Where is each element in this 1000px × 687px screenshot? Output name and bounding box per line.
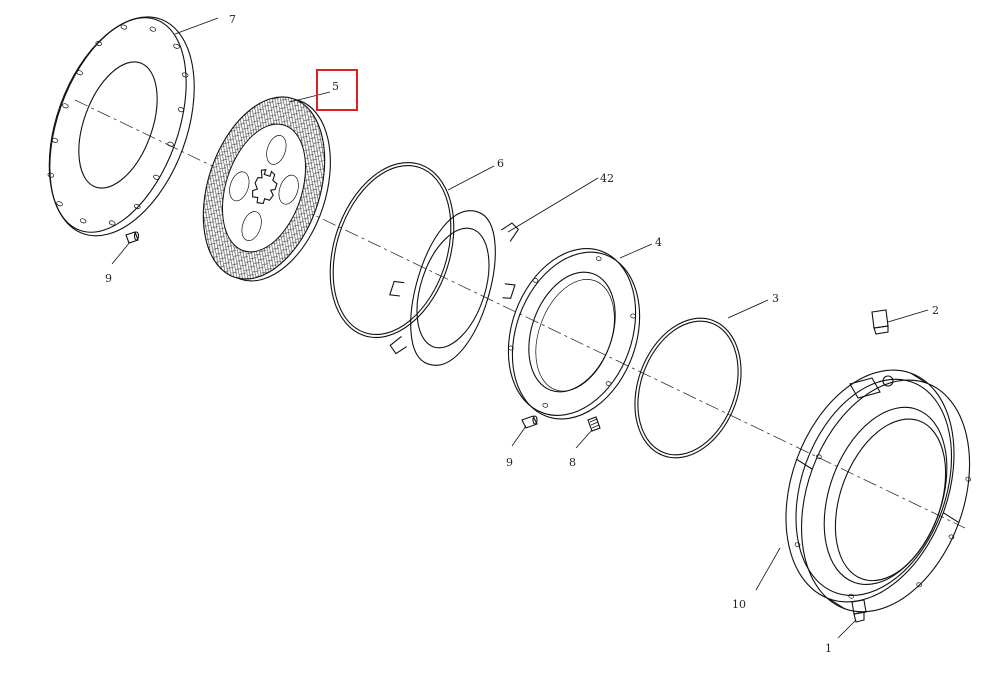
callout-4: 4 [655,236,662,249]
callout-3: 3 [772,292,779,305]
callout-5: 5 [332,80,339,93]
callout-6: 6 [497,157,504,170]
callout-9-middle: 9 [506,456,513,469]
part-9-pin-left [125,231,140,244]
part-3-o-ring [634,317,742,459]
part-10-housing [785,369,972,613]
part-4-piston-ring [507,248,641,420]
highlight-box [316,69,358,111]
callout-8: 8 [569,456,576,469]
leader-lines [111,17,929,639]
callout-42: 42 [600,172,614,185]
callout-1: 1 [825,642,832,655]
part-6-o-ring [329,161,455,339]
part-9-pin-middle [521,415,538,429]
callout-9-left: 9 [105,272,112,285]
part-7-plate [47,16,195,237]
part-42-tab-plate [389,210,520,366]
callout-7: 7 [229,13,236,26]
part-8-screw [587,416,601,432]
callout-2: 2 [932,304,939,317]
part-2-fitting [871,309,889,335]
part-5-friction-disc [202,96,331,282]
housing-boss [849,375,894,399]
part-1-bolt [851,599,867,623]
callout-10: 10 [732,598,746,611]
